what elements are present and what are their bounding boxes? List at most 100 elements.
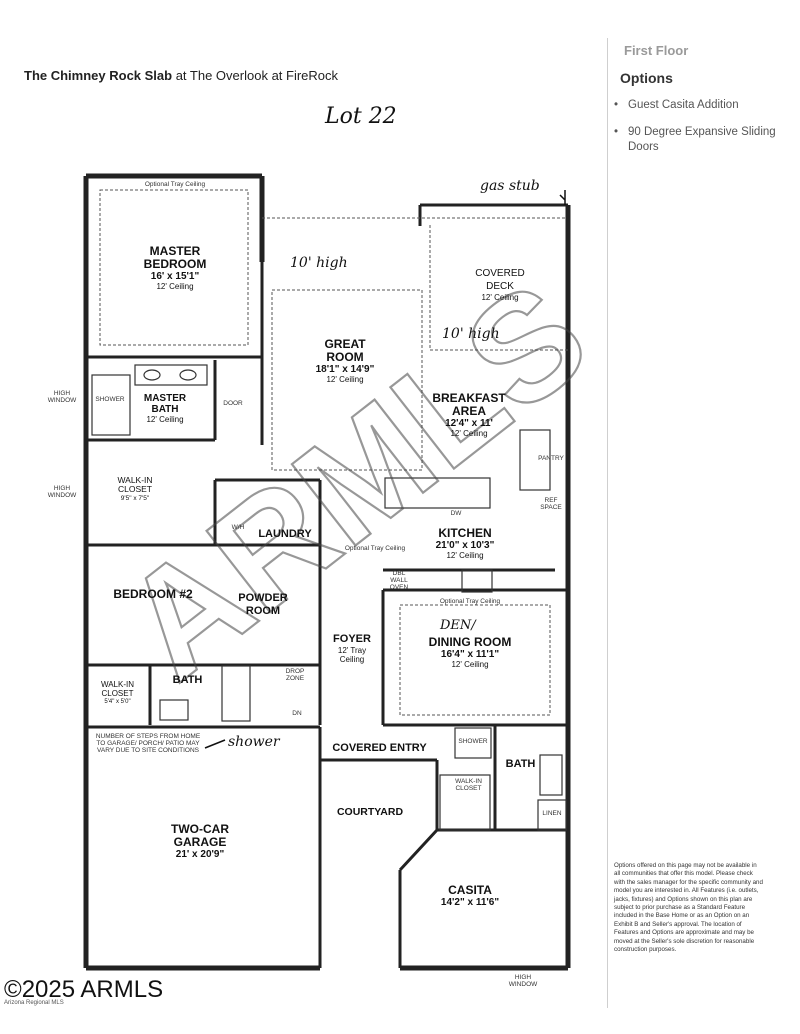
room-name: DECK	[486, 281, 514, 292]
den-note: DEN/	[440, 618, 476, 633]
option-bullet: •	[614, 99, 619, 111]
room-name: TWO-CAR	[171, 822, 229, 836]
room-name: FOYER	[333, 633, 371, 645]
optional-tray-ceiling-label: Optional Tray Ceiling	[144, 181, 206, 188]
ref-space-label: REF SPACE	[540, 497, 562, 511]
room-name: KITCHEN	[438, 526, 492, 540]
room-dimensions: 14'2" x 11'6"	[440, 897, 500, 908]
pantry-label: PANTRY	[538, 455, 564, 462]
room-casita-bath: BATH	[498, 758, 543, 771]
room-bedroom-2: BEDROOM #2	[98, 588, 208, 601]
room-ceiling: 12' Ceiling	[481, 293, 519, 302]
option-label: 90 Degree Expansive Sliding Doors	[628, 126, 776, 153]
watermark-year: 2025	[21, 976, 76, 1003]
room-name: DINING ROOM	[428, 635, 512, 649]
high-window-label: HIGH WINDOW	[47, 390, 77, 404]
high-window-label: HIGH WINDOW	[47, 485, 77, 499]
room-dimensions: 18'1" x 14'9"	[315, 364, 375, 375]
linen-label: LINEN	[542, 810, 562, 817]
ten-high-note: 10' high	[290, 255, 348, 271]
room-great-room: GREAT ROOM 18'1" x 14'9" 12' Ceiling	[290, 337, 400, 385]
shower-label: SHOWER	[95, 396, 125, 403]
room-ceiling: 12' Ceiling	[146, 415, 184, 424]
room-ceiling: 12' Ceiling	[156, 282, 194, 291]
room-name: COURTYARD	[336, 806, 404, 818]
room-master-bath: MASTER BATH 12' Ceiling	[130, 393, 200, 424]
high-window-label: HIGH WINDOW	[508, 974, 538, 988]
room-name: BREAKFAST	[432, 391, 506, 405]
armls-watermark: ©2025 ARMLS	[4, 976, 163, 1004]
room-dimensions: 21' x 20'9"	[175, 849, 225, 860]
wh-label: W/H	[231, 524, 245, 531]
room-ceiling: 12' Tray	[337, 646, 367, 655]
room-casita: CASITA 14'2" x 11'6"	[425, 883, 515, 909]
room-ceiling: 12' Ceiling	[446, 551, 484, 560]
room-master-bedroom: MASTER BEDROOM 16' x 15'1" 12' Ceiling	[120, 244, 230, 292]
room-covered-deck: COVERED DECK 12' Ceiling	[455, 267, 545, 302]
room-name: LAUNDRY	[258, 528, 312, 540]
dw-label: DW	[450, 510, 462, 517]
room-name: CLOSET	[117, 484, 152, 494]
plan-title-model: The Chimney Rock Slab	[24, 68, 173, 83]
dn-label: DN	[292, 710, 302, 717]
room-name: CASITA	[448, 883, 492, 897]
room-laundry: LAUNDRY	[250, 528, 320, 541]
dbl-wall-oven-label: DBL WALL OVEN	[389, 570, 409, 591]
room-covered-entry: COVERED ENTRY	[322, 742, 437, 755]
walk-in-closet-label: WALK-IN CLOSET	[455, 778, 482, 792]
room-name: GARAGE	[173, 835, 227, 849]
plan-title-community: at The Overlook at FireRock	[172, 68, 339, 83]
room-ceiling: 12' Ceiling	[451, 660, 489, 669]
room-name: MASTER	[143, 393, 187, 404]
room-name: BEDROOM #2	[113, 587, 193, 601]
watermark-subtitle: Arizona Regional MLS	[4, 1000, 64, 1006]
room-name: POWDER	[238, 592, 288, 604]
room-ceiling: 12' Ceiling	[326, 375, 364, 384]
room-name: BATH	[505, 758, 536, 770]
room-dining-room: DINING ROOM 16'4" x 11'1" 12' Ceiling	[405, 635, 535, 670]
room-name: GREAT	[324, 337, 366, 351]
room-bath: BATH	[165, 674, 210, 687]
room-name: BATH	[172, 674, 203, 686]
watermark-symbol: ©	[4, 976, 22, 1003]
room-courtyard: COURTYARD	[330, 806, 410, 819]
shower-note: shower	[228, 734, 280, 750]
room-dimensions: 16'4" x 11'1"	[440, 649, 500, 660]
room-ceiling: Ceiling	[339, 655, 365, 664]
room-dimensions: 5'4" x 5'0"	[104, 699, 131, 705]
room-walk-in-closet: WALK-IN CLOSET 9'5" x 7'5"	[100, 476, 170, 503]
lot-note: Lot 22	[325, 104, 397, 129]
room-garage: TWO-CAR GARAGE 21' x 20'9"	[145, 822, 255, 861]
room-dimensions: 21'0" x 10'3"	[435, 540, 495, 551]
steps-note: NUMBER OF STEPS FROM HOME TO GARAGE/ POR…	[95, 733, 201, 754]
room-dimensions: 12'4" x 11'	[445, 418, 493, 429]
gas-stub-note: gas stub	[480, 178, 540, 194]
room-dimensions: 9'5" x 7'5"	[120, 495, 150, 502]
ten-high-note: 10' high	[442, 326, 500, 342]
room-foyer: FOYER 12' Tray Ceiling	[322, 633, 382, 664]
room-dimensions: 16' x 15'1"	[150, 271, 200, 282]
room-name: COVERED ENTRY	[332, 742, 427, 754]
room-name: ROOM	[326, 350, 364, 364]
room-name: COVERED	[475, 268, 525, 279]
room-name: ROOM	[245, 605, 281, 617]
plan-title: The Chimney Rock Slab at The Overlook at…	[24, 68, 338, 83]
room-name: BEDROOM	[143, 257, 207, 271]
room-name: CLOSET	[101, 689, 134, 698]
door-label: DOOR	[223, 400, 243, 407]
room-name: MASTER	[149, 244, 201, 258]
room-name: WALK-IN	[117, 475, 153, 485]
shower-label: SHOWER	[458, 738, 488, 745]
sidebar-divider	[607, 38, 608, 1008]
option-label: Guest Casita Addition	[628, 99, 739, 111]
room-kitchen: KITCHEN 21'0" x 10'3" 12' Ceiling	[410, 526, 520, 561]
floor-label: First Floor	[624, 43, 689, 58]
drop-zone-label: DROP ZONE	[285, 668, 305, 682]
options-heading: Options	[620, 70, 673, 86]
room-name: AREA	[451, 404, 486, 418]
optional-tray-ceiling-label: Optional Tray Ceiling	[344, 545, 406, 552]
option-bullet: •	[614, 126, 619, 138]
room-breakfast-area: BREAKFAST AREA 12'4" x 11' 12' Ceiling	[410, 391, 528, 439]
option-item: • 90 Degree Expansive Sliding Doors	[614, 125, 788, 155]
room-name: WALK-IN	[100, 680, 135, 689]
